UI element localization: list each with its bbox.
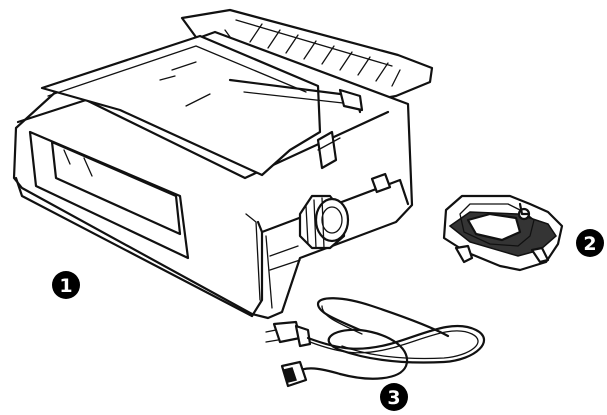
callout-2-label: 2 xyxy=(583,233,596,255)
power-plug xyxy=(265,320,312,348)
platen-knob xyxy=(298,194,350,250)
callout-1-label: 1 xyxy=(59,275,72,297)
callout-1-badge: 1 xyxy=(52,271,80,299)
callout-3-label: 3 xyxy=(387,387,400,409)
ribbon-cartridge-illustration xyxy=(442,194,564,272)
printer-illustration xyxy=(12,8,434,320)
power-cord-illustration xyxy=(265,297,486,388)
callout-2-badge: 2 xyxy=(576,229,604,257)
appliance-connector xyxy=(280,360,342,388)
callout-3-badge: 3 xyxy=(380,383,408,411)
